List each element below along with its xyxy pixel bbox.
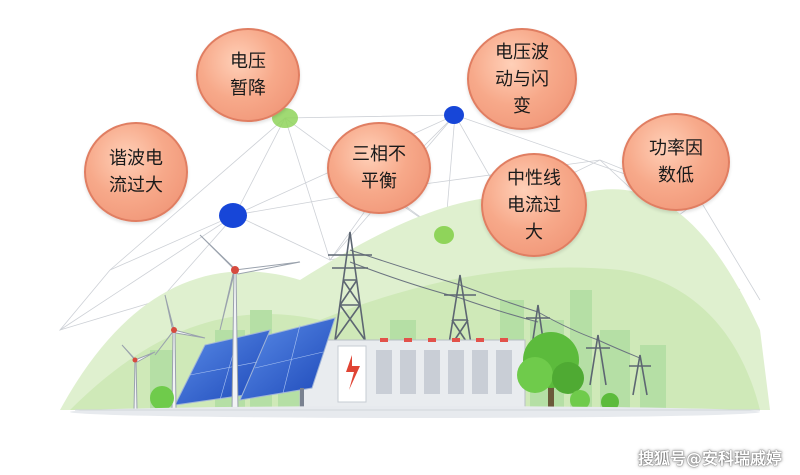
- network-dot-icon: [444, 106, 464, 124]
- network-lines: [58, 114, 761, 331]
- bubble-harmonic-current: 谐波电 流过大: [84, 122, 188, 222]
- tree-icon: [150, 332, 619, 411]
- bubble-voltage-sag: 电压 暂降: [196, 28, 300, 122]
- bubble-low-power-factor: 功率因 数低: [622, 113, 730, 211]
- solar-panel-icon: [174, 317, 336, 410]
- watermark: 搜狐号@安科瑞戚婷: [637, 449, 782, 468]
- network-dot-icon: [434, 226, 454, 244]
- transmission-tower-icon: [328, 231, 651, 396]
- ground: [70, 406, 760, 418]
- substation-icon: [299, 338, 526, 411]
- bubble-voltage-fluctuation: 电压波 动与闪 变: [467, 28, 577, 130]
- network-dot-icon: [219, 203, 247, 228]
- bubble-three-phase-unbalance: 三相不 平衡: [327, 122, 431, 214]
- bubble-neutral-overcurrent: 中性线 电流过 大: [481, 153, 587, 257]
